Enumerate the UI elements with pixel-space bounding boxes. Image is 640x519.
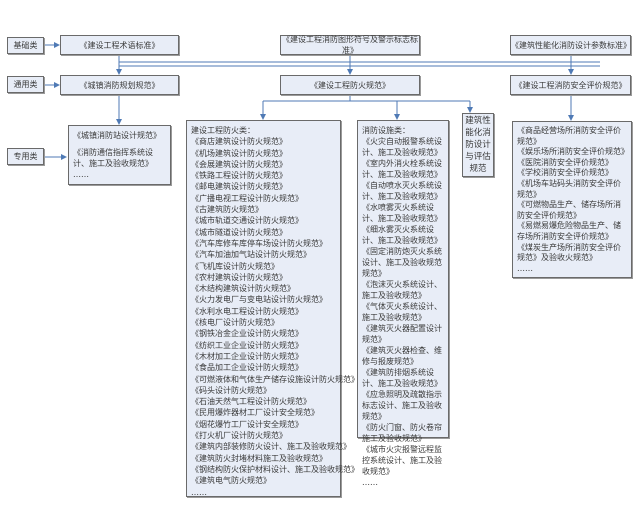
eval-item: 《可燃物品生产、储存场所消防安全评价规范》: [517, 200, 621, 220]
fire-design-item: 《古建筑防火规范》: [191, 205, 263, 215]
facility-item: 《防火门窗、防火卷帘施工及验收规范》: [362, 423, 442, 443]
safety-eval-label: 《建设工程消防安全评价规范》: [514, 80, 627, 90]
facility-item: 《气体灭火系统设计、施工及验收规范》: [362, 302, 442, 322]
fire-design-item: 《烟花爆竹工厂设计安全规范》: [191, 419, 303, 429]
safety-eval-box: 《建设工程消防安全评价规范》: [510, 75, 631, 95]
fire-design-item: 《城市轨道交通设计防火规范》: [191, 216, 303, 226]
fire-design-item: 《城市隧道设计防火规范》: [191, 227, 287, 237]
facility-item: 《固定消防炮灭火系统设计、施工及验收规范规范》: [362, 247, 442, 278]
category-basic-label: 基础类: [13, 41, 38, 50]
facility-item: 《自动喷水灭火系统设计、施工及验收规范》: [362, 181, 442, 201]
category-general-label: 通用类: [13, 80, 38, 89]
fire-design-item: 《木材加工企业设计防火规范》: [191, 351, 303, 361]
special-item: 《消防通信指挥系统设计、施工及验收规范》: [73, 148, 153, 168]
eval-item: 《学校消防安全评价规范》: [517, 168, 613, 178]
eval-item: ……: [517, 263, 533, 273]
fire-design-item: 《石油天然气工程设计防火规范》: [191, 397, 311, 407]
fire-design-item: 《广播电视工程设计防火规范》: [191, 193, 303, 203]
fire-design-item: 《钢结构防火保护材料设计、施工及验收规范》: [191, 464, 359, 474]
performance-design-box: 建筑性能化消防设计与评估规范: [462, 113, 494, 177]
eval-item: 《煤炭生产场所消防安全评价规范》及验收火规范》: [517, 242, 621, 263]
symbols-standard-label: 《建设工程消防图形符号及警示标志标准》: [282, 35, 418, 55]
fire-design-item: 《码头设计防火规范》: [191, 385, 271, 395]
terminology-standard-box: 《建设工程术语标准》: [60, 35, 179, 55]
urban-planning-label: 《城镇消防规划规范》: [79, 80, 160, 90]
fire-design-item: 《农村建筑设计防火规范》: [191, 272, 287, 282]
fire-code-box: 《建设工程防火规范》: [280, 75, 420, 95]
eval-item: 《商品经营场所消防安全评价规范》: [517, 126, 621, 146]
fire-design-item: 《火力发电厂与变电站设计防火规范》: [191, 295, 327, 305]
fire-design-item: 《食品加工企业设计防火规范》: [191, 363, 303, 373]
fire-design-heading: 建设工程防火类：: [191, 126, 255, 135]
facility-item: 《建筑灭火器检查、维修与报废规范》: [362, 346, 442, 366]
eval-item: 《机场车站码头消防安全评价规范》: [517, 178, 621, 199]
facility-list: 《火灾自动报警系统设计、施工及验收规范》《室内外消火栓系统设计、施工及验收规范》…: [362, 136, 444, 488]
facility-item: 《建筑灭火器配置设计规范》: [362, 324, 442, 344]
category-special: 专用类: [7, 148, 44, 165]
facility-item: 《泡沫灭火系统设计、施工及验收规范》: [362, 280, 442, 300]
fire-design-item: 《邮电建筑设计防火规范》: [191, 182, 287, 192]
fire-design-item: 《建筑电气防火规范》: [191, 476, 271, 486]
fire-design-item: 《木结构建筑设计防火规范》: [191, 284, 295, 294]
facility-item: 《室内外消火栓系统设计、施工及验收规范》: [362, 159, 442, 179]
fire-design-item: 《民用爆炸器材工厂设计安全规范》: [191, 408, 319, 418]
fire-design-item: 《汽车库修车库停车场设计防火规范》: [191, 238, 327, 248]
fire-design-item: 《建筑防火封堵材料施工及验收规范》: [191, 453, 327, 463]
fire-design-item: 《建筑内部装修防火设计、施工及验收规范》: [191, 442, 351, 452]
fire-design-item: 《水利水电工程设计防火规范》: [191, 306, 303, 316]
fire-design-item: 《会展建筑设计防火规范》: [191, 159, 287, 169]
category-special-label: 专用类: [13, 152, 38, 161]
terminology-standard-label: 《建设工程术语标准》: [79, 40, 160, 50]
fire-design-item: 《汽车加油加气站设计防火规范》: [191, 250, 311, 260]
facility-item: 《水喷雾灭火系统设计、施工及验收规范》: [362, 203, 442, 223]
facility-item: 《应急照明及疏散指示标志设计、施工及验收规范》: [362, 390, 442, 421]
fire-design-item: 《飞机库设计防火规范》: [191, 261, 279, 271]
performance-params-box: 《建筑性能化消防设计参数标准》: [510, 35, 631, 55]
fire-design-item: 《打火机厂设计防火规范》: [191, 431, 287, 441]
special-standards-box: 《城镇消防站设计规范》 《消防通信指挥系统设计、施工及验收规范》 ……: [68, 125, 171, 185]
facility-item: ……: [362, 478, 378, 487]
fire-design-item: 《可燃液体和气体生产储存设施设计防火规范》: [191, 374, 359, 384]
special-item: 《城镇消防站设计规范》: [73, 131, 161, 140]
fire-facility-box: 消防设施类： 《火灾自动报警系统设计、施工及验收规范》《室内外消火栓系统设计、施…: [357, 120, 449, 487]
fire-design-item: 《钢铁冶金企业设计防火规范》: [191, 329, 303, 339]
symbols-standard-box: 《建设工程消防图形符号及警示标志标准》: [280, 35, 420, 55]
facility-item: 《城市火灾报警远程监控系统设计、施工及验收规范》: [362, 445, 442, 476]
fire-design-item: 《纺织工业企业设计防火规范》: [191, 340, 303, 350]
category-general: 通用类: [7, 76, 44, 93]
urban-planning-box: 《城镇消防规划规范》: [60, 75, 179, 95]
fire-design-item: 《机场建筑设计防火规范》: [191, 148, 287, 158]
fire-design-item: 《商店建筑设计防火规范》: [191, 137, 287, 147]
fire-design-item: ……: [191, 487, 207, 497]
fire-design-item: 《核电厂设计防火规范》: [191, 318, 279, 328]
category-basic: 基础类: [7, 37, 44, 54]
fire-design-list: 《商店建筑设计防火规范》《机场建筑设计防火规范》《会展建筑设计防火规范》《铁路工…: [191, 136, 359, 498]
facility-heading: 消防设施类：: [362, 126, 410, 135]
facility-item: 《建筑防排烟系统设计、施工及验收规范》: [362, 368, 442, 388]
safety-eval-list-box: 《商品经营场所消防安全评价规范》《娱乐场所消防安全评价规范》《医院消防安全评价规…: [512, 121, 632, 278]
performance-params-label: 《建筑性能化消防设计参数标准》: [511, 40, 631, 50]
fire-design-box: 建设工程防火类： 《商店建筑设计防火规范》《机场建筑设计防火规范》《会展建筑设计…: [186, 120, 359, 498]
facility-item: 《细水雾灭火系统设计、施工及验收规范》: [362, 225, 442, 245]
fire-design-item: 《铁路工程设计防火规范》: [191, 171, 287, 181]
eval-item: 《医院消防安全评价规范》: [517, 157, 613, 167]
facility-item: 《火灾自动报警系统设计、施工及验收规范》: [362, 137, 442, 157]
eval-list: 《商品经营场所消防安全评价规范》《娱乐场所消防安全评价规范》《医院消防安全评价规…: [517, 126, 629, 274]
performance-design-label: 建筑性能化消防设计与评估规范: [465, 116, 491, 174]
eval-item: 《娱乐场所消防安全评价规范》: [517, 147, 629, 157]
eval-item: 《易燃易爆危险物品生产、储存场所消防安全评价规范》: [517, 221, 621, 241]
fire-code-label: 《建设工程防火规范》: [310, 80, 390, 90]
special-item: ……: [73, 170, 89, 179]
